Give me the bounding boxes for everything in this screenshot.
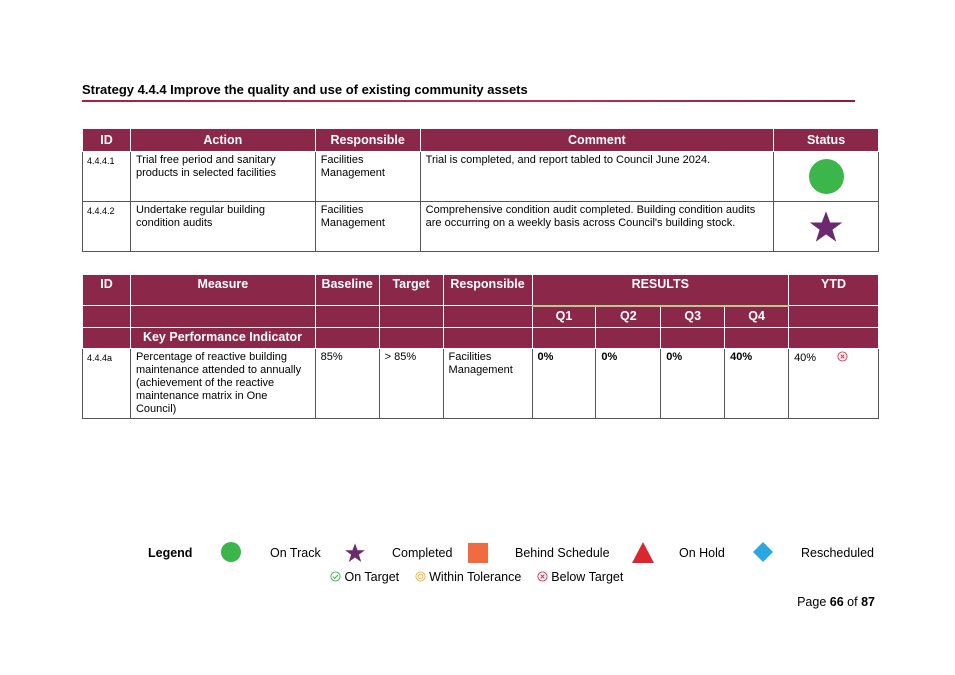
heading-rule	[82, 100, 855, 102]
page-current: 66	[829, 595, 844, 609]
header-comment: Comment	[419, 128, 775, 152]
legend-behind-schedule: Behind Schedule	[515, 546, 610, 560]
header-id: ID	[82, 128, 131, 152]
orange-square-icon	[468, 543, 488, 566]
legend-rescheduled: Rescheduled	[801, 546, 874, 560]
kpi-header-q2: Q2	[595, 304, 662, 328]
legend-targets: On Target Within Tolerance Below Target	[330, 570, 623, 584]
kpi-header-q3: Q3	[660, 304, 726, 328]
kpi-row-q3: 0%	[660, 347, 726, 419]
kpi-header-q4: Q4	[724, 304, 790, 328]
purple-star-icon	[344, 542, 366, 567]
legend-on-hold: On Hold	[679, 546, 725, 560]
green-circle-icon	[808, 159, 844, 194]
purple-star-icon	[779, 209, 873, 245]
legend-within-tolerance: Within Tolerance	[429, 570, 522, 584]
table-row: 4.4.4.1 Trial free period and sanitary p…	[82, 151, 879, 202]
legend-title: Legend	[148, 546, 193, 560]
table-row: 4.4.4a Percentage of reactive building m…	[82, 347, 879, 419]
kpi-row-ytd: 40%	[788, 347, 879, 419]
kpi-row-responsible: Facilities Management	[442, 347, 533, 419]
row-responsible: Facilities Management	[314, 201, 421, 252]
kpi-header-id: ID	[82, 274, 131, 306]
green-circle-icon	[220, 541, 242, 566]
kpi-header-target: Target	[378, 274, 444, 306]
kpi-header-ytd: YTD	[788, 274, 879, 306]
kpi-header-results: RESULTS	[531, 274, 790, 306]
row-responsible: Facilities Management	[314, 151, 421, 202]
kpi-header-measure: Measure	[129, 274, 316, 306]
page-of: of	[847, 595, 858, 609]
row-id: 4.4.4.2	[82, 201, 131, 252]
page-number: Page 66 of 87	[797, 595, 875, 609]
kpi-row-ytd-value: 40%	[794, 351, 817, 364]
legend-on-target: On Target	[344, 570, 400, 584]
ring-icon	[415, 570, 429, 584]
row-comment: Trial is completed, and report tabled to…	[419, 151, 775, 202]
kpi-row-q1: 0%	[531, 347, 597, 419]
kpi-table: ID Measure Baseline Target Responsible R…	[82, 274, 879, 419]
legend-completed: Completed	[392, 546, 453, 560]
kpi-row-q4: 40%	[724, 347, 790, 419]
kpi-row-id: 4.4.4a	[82, 347, 131, 419]
x-circle-icon	[837, 350, 848, 364]
row-status	[773, 201, 879, 252]
legend-below-target: Below Target	[551, 570, 624, 584]
kpi-row-target: > 85%	[378, 347, 444, 419]
x-circle-icon	[537, 570, 551, 584]
kpi-row-baseline: 85%	[314, 347, 380, 419]
kpi-header-responsible: Responsible	[442, 274, 533, 306]
table-row: 4.4.4.2 Undertake regular building condi…	[82, 201, 879, 252]
row-action: Trial free period and sanitary products …	[129, 151, 316, 202]
row-action: Undertake regular building condition aud…	[129, 201, 316, 252]
page-total: 87	[861, 595, 875, 609]
legend-on-track: On Track	[270, 546, 321, 560]
kpi-header-q1: Q1	[531, 304, 597, 328]
row-status	[773, 151, 879, 202]
header-action: Action	[129, 128, 316, 152]
kpi-header-baseline: Baseline	[314, 274, 380, 306]
header-status: Status	[773, 128, 879, 152]
row-comment: Comprehensive condition audit completed.…	[419, 201, 775, 252]
kpi-row-q2: 0%	[595, 347, 662, 419]
header-responsible: Responsible	[314, 128, 421, 152]
actions-table: ID Action Responsible Comment Status 4.4…	[82, 128, 879, 252]
legend: Legend On Track Completed Behind Schedul…	[148, 541, 876, 565]
blue-diamond-icon	[753, 542, 773, 565]
kpi-row-measure: Percentage of reactive building maintena…	[129, 347, 316, 419]
row-id: 4.4.4.1	[82, 151, 131, 202]
page-prefix: Page	[797, 595, 827, 609]
check-circle-icon	[330, 570, 344, 584]
red-triangle-icon	[632, 542, 654, 566]
strategy-heading: Strategy 4.4.4 Improve the quality and u…	[82, 82, 528, 97]
kpi-header-kpi: Key Performance Indicator	[129, 326, 316, 349]
